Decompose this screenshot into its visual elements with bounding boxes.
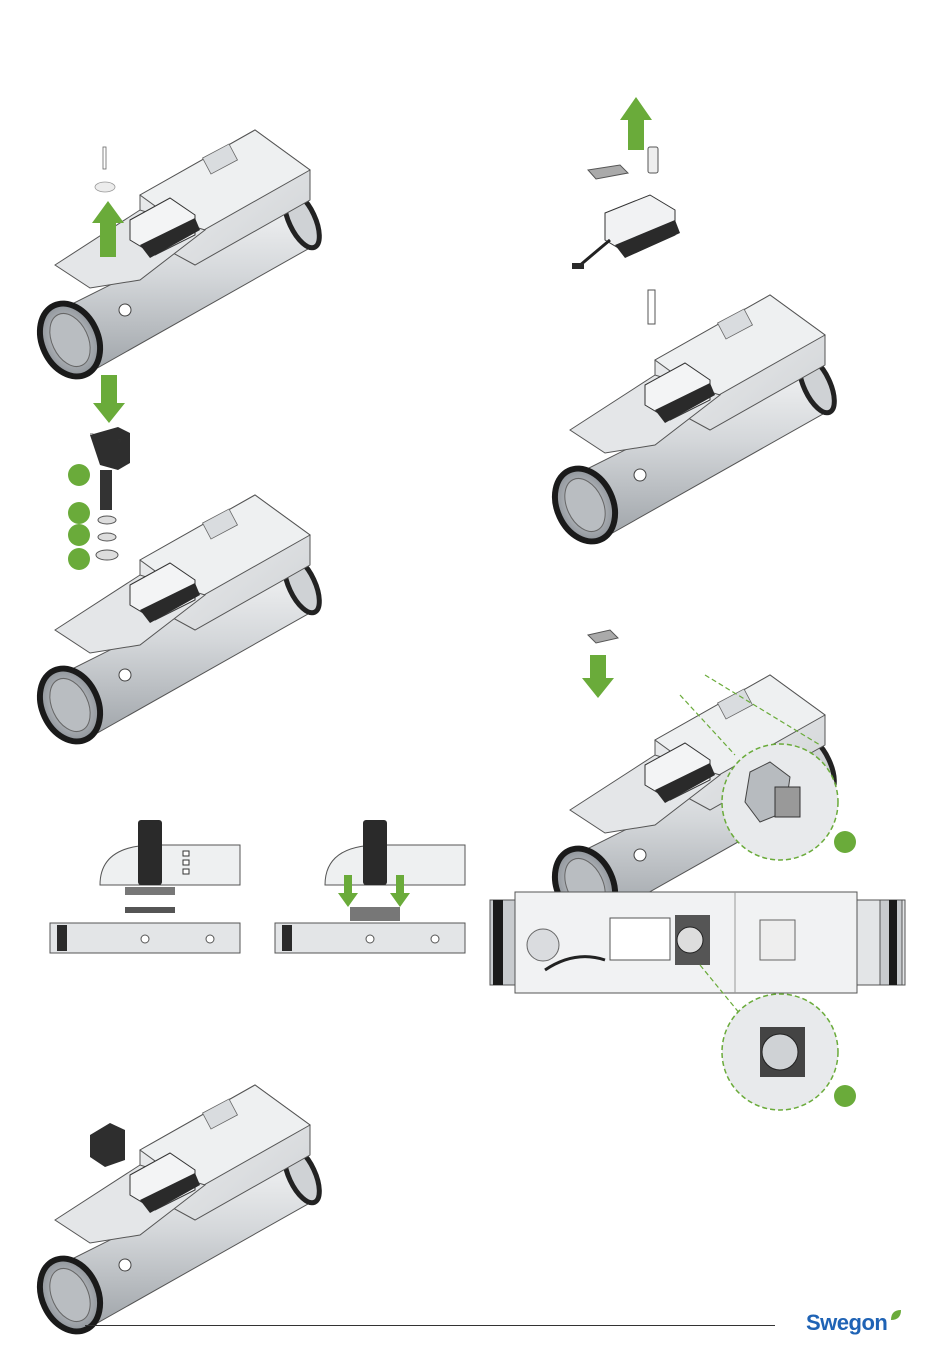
figure-step-1 [0, 95, 400, 365]
up-arrow-icon [620, 97, 652, 150]
figure-step-4 [0, 995, 400, 1255]
svg-text:▿: ▿ [90, 432, 94, 439]
figure-step-6 [480, 580, 880, 880]
step-badge [68, 502, 90, 524]
footer-rule [85, 1325, 775, 1326]
down-arrow-icon [93, 375, 125, 423]
figure-step-7 [485, 890, 910, 1120]
svg-text:▿: ▿ [118, 438, 122, 445]
leaf-icon [889, 1308, 903, 1322]
step-badge [68, 524, 90, 546]
step-badge [68, 464, 90, 486]
step-badge [834, 831, 856, 853]
brand-logo: Swegon [806, 1310, 887, 1336]
figure-step-3 [45, 815, 470, 960]
down-arrow-icon [582, 655, 614, 698]
figure-step-2: ▿ ▿ [0, 375, 400, 695]
step-badge [834, 1085, 856, 1107]
step-badge [68, 548, 90, 570]
figure-step-5 [480, 95, 820, 475]
